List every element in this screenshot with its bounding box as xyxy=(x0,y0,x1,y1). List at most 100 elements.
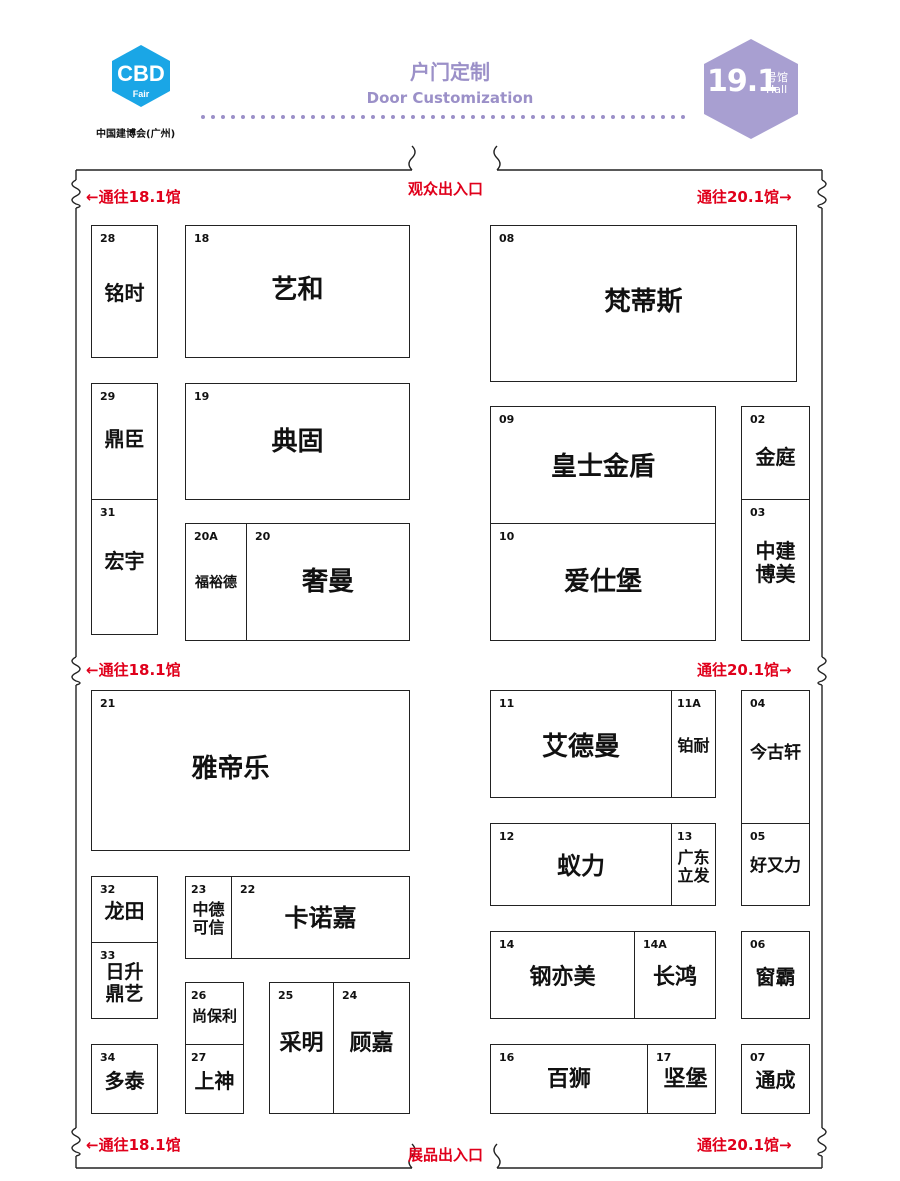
arrow-to-hall-20-1-top: 通往20.1馆→ xyxy=(697,188,792,206)
arrow-to-hall-18-1-bottom: ←通往18.1馆 xyxy=(86,1136,181,1154)
booth-number: 21 xyxy=(100,697,116,710)
booth-number: 03 xyxy=(750,506,766,519)
booth-20a[interactable]: 20A 福裕德 xyxy=(185,523,247,641)
booth-number: 24 xyxy=(342,989,358,1002)
booth-name: 长鸿 xyxy=(652,965,697,990)
arrow-to-hall-18-1-top: ←通往18.1馆 xyxy=(86,188,181,206)
booth-number: 18 xyxy=(194,232,210,245)
booth-name: 顾嘉 xyxy=(349,1031,394,1056)
booth-number: 27 xyxy=(191,1051,207,1064)
booth-name: 艺和 xyxy=(271,275,324,305)
booth-number: 26 xyxy=(191,989,207,1002)
booth-16[interactable]: 16 百狮 xyxy=(490,1044,648,1114)
logo-caption: 中国建博会(广州) xyxy=(96,129,176,140)
booth-10[interactable]: 10 爱仕堡 xyxy=(490,523,716,641)
booth-number: 05 xyxy=(750,830,766,843)
booth-name: 铂耐 xyxy=(677,736,710,755)
booth-09[interactable]: 09 皇士金盾 xyxy=(490,406,716,524)
booth-number: 11 xyxy=(499,697,515,710)
booth-name: 钢亦美 xyxy=(529,965,596,990)
booth-number: 23 xyxy=(191,883,207,896)
booth-number: 20A xyxy=(194,530,218,543)
booth-12[interactable]: 12 蚁力 xyxy=(490,823,672,906)
booth-04[interactable]: 04 今古轩 xyxy=(741,690,810,824)
booth-name: 好又力 xyxy=(750,856,801,876)
booth-18[interactable]: 18 艺和 xyxy=(185,225,410,358)
booth-33[interactable]: 33 日升 鼎艺 xyxy=(91,942,158,1019)
booth-03[interactable]: 03 中建 博美 xyxy=(741,499,810,641)
booth-number: 29 xyxy=(100,390,116,403)
booth-name: 艾德曼 xyxy=(541,732,620,762)
booth-number: 08 xyxy=(499,232,515,245)
booth-number: 06 xyxy=(750,938,766,951)
booth-27[interactable]: 27 上神 xyxy=(185,1044,244,1114)
booth-name: 中建 博美 xyxy=(755,539,796,586)
booth-05[interactable]: 05 好又力 xyxy=(741,823,810,906)
booth-23[interactable]: 23 中德 可信 xyxy=(185,876,232,959)
booth-number: 17 xyxy=(656,1051,672,1064)
booth-02[interactable]: 02 金庭 xyxy=(741,406,810,500)
booth-name: 上神 xyxy=(194,1069,235,1093)
booth-number: 04 xyxy=(750,697,766,710)
booth-name: 尚保利 xyxy=(191,1007,237,1025)
booth-number: 10 xyxy=(499,530,515,543)
booth-number: 02 xyxy=(750,413,766,426)
booth-07[interactable]: 07 通成 xyxy=(741,1044,810,1114)
booth-31[interactable]: 31 宏宇 xyxy=(91,499,158,635)
booth-number: 09 xyxy=(499,413,515,426)
booth-11[interactable]: 11 艾德曼 xyxy=(490,690,672,798)
booth-name: 蚁力 xyxy=(557,852,605,880)
booth-number: 32 xyxy=(100,883,116,896)
booth-number: 19 xyxy=(194,390,210,403)
hall-label-en: Hall xyxy=(766,83,788,96)
booth-number: 20 xyxy=(255,530,271,543)
booth-name: 爱仕堡 xyxy=(563,567,642,597)
booth-name: 福裕德 xyxy=(195,575,237,591)
booth-24[interactable]: 24 顾嘉 xyxy=(333,982,410,1114)
booth-21[interactable]: 21 雅帝乐 xyxy=(91,690,410,851)
booth-name: 铭时 xyxy=(104,281,145,305)
booth-14[interactable]: 14 钢亦美 xyxy=(490,931,635,1019)
booth-name: 金庭 xyxy=(755,445,796,469)
booth-17[interactable]: 17 坚堡 xyxy=(647,1044,716,1114)
page-subtitle: Door Customization xyxy=(366,89,534,107)
booth-08[interactable]: 08 梵蒂斯 xyxy=(490,225,797,382)
logo-text: CBD xyxy=(117,61,165,86)
booth-14a[interactable]: 14A 长鸿 xyxy=(634,931,716,1019)
booth-name: 中德 可信 xyxy=(192,900,225,938)
booth-number: 13 xyxy=(677,830,693,843)
booth-number: 14 xyxy=(499,938,515,951)
booth-20[interactable]: 20 奢曼 xyxy=(246,523,410,641)
booth-28[interactable]: 28 铭时 xyxy=(91,225,158,358)
booth-25[interactable]: 25 采明 xyxy=(269,982,334,1114)
booth-name: 通成 xyxy=(755,1068,796,1092)
arrow-to-hall-18-1-mid: ←通往18.1馆 xyxy=(86,661,181,679)
booth-number: 34 xyxy=(100,1051,116,1064)
booth-name: 龙田 xyxy=(104,899,145,923)
booth-19[interactable]: 19 典固 xyxy=(185,383,410,500)
hall-label-cn: 号馆 xyxy=(766,71,788,84)
booth-06[interactable]: 06 窗霸 xyxy=(741,931,810,1019)
booth-32[interactable]: 32 龙田 xyxy=(91,876,158,943)
booth-26[interactable]: 26 尚保利 xyxy=(185,982,244,1045)
booth-number: 14A xyxy=(643,938,667,951)
booth-22[interactable]: 22 卡诺嘉 xyxy=(231,876,410,959)
booth-11a[interactable]: 11A 铂耐 xyxy=(671,690,716,798)
booth-number: 12 xyxy=(499,830,515,843)
booth-number: 11A xyxy=(677,697,701,710)
dotted-divider xyxy=(201,115,690,119)
booth-34[interactable]: 34 多泰 xyxy=(91,1044,158,1114)
booth-number: 28 xyxy=(100,232,116,245)
booth-name: 多泰 xyxy=(104,1069,145,1093)
booth-name: 广东 立发 xyxy=(677,848,710,886)
booth-13[interactable]: 13 广东 立发 xyxy=(671,823,716,906)
svg-text:Fair: Fair xyxy=(133,89,150,99)
booth-number: 07 xyxy=(750,1051,766,1064)
booth-name: 百狮 xyxy=(546,1067,591,1092)
booth-29[interactable]: 29 鼎臣 xyxy=(91,383,158,500)
hall-label: 号馆 Hall xyxy=(766,72,788,96)
booth-name: 雅帝乐 xyxy=(191,754,270,784)
booth-name: 梵蒂斯 xyxy=(604,287,683,317)
booth-name: 采明 xyxy=(279,1031,324,1056)
